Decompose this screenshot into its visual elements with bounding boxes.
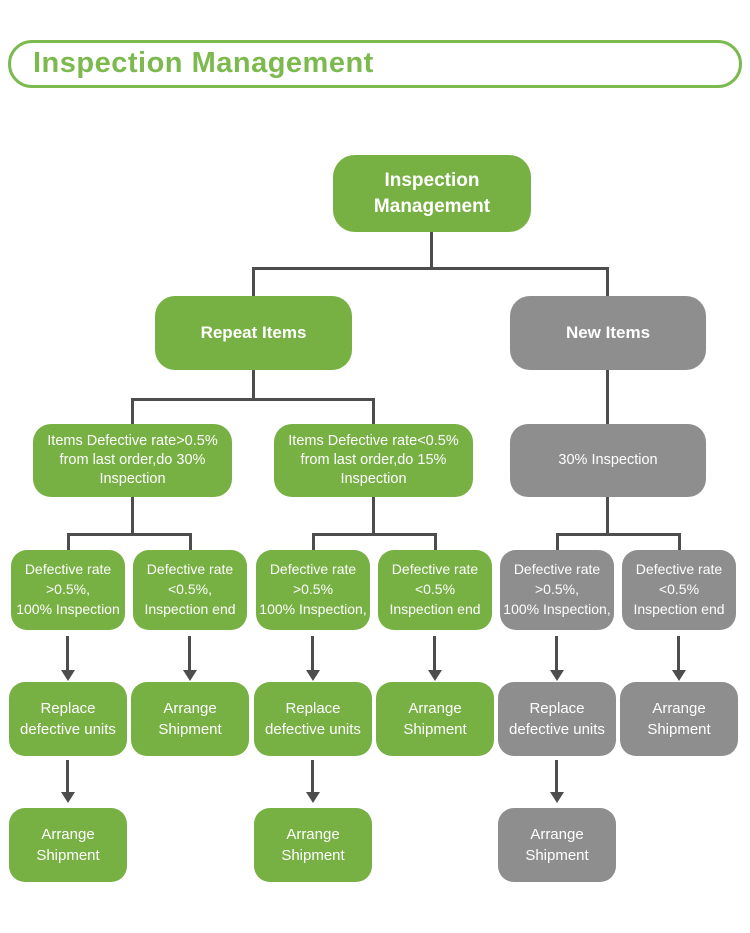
page-title: Inspection Management — [33, 46, 374, 79]
connector-line — [131, 398, 375, 401]
node-condition-repeat-low-rate: Items Defective rate<0.5% from last orde… — [274, 424, 473, 497]
connector-line — [556, 533, 681, 536]
node-final-arrange-shipment-3: Arrange Shipment — [498, 808, 616, 882]
down-arrow-icon — [550, 670, 564, 681]
down-arrow-icon — [306, 792, 320, 803]
connector-line — [189, 533, 192, 550]
node-arrange-shipment-1: Arrange Shipment — [131, 682, 249, 756]
connector-line — [606, 267, 609, 296]
connector-line — [312, 533, 437, 536]
down-arrow-icon — [61, 792, 75, 803]
node-final-arrange-shipment-2: Arrange Shipment — [254, 808, 372, 882]
connector-line — [433, 636, 436, 671]
node-condition-repeat-high-rate: Items Defective rate>0.5% from last orde… — [33, 424, 232, 497]
connector-line — [372, 497, 375, 536]
connector-line — [252, 267, 255, 296]
node-outcome-1: Defective rate >0.5%, 100% Inspection — [11, 550, 125, 630]
page-title-banner: Inspection Management — [8, 40, 742, 88]
node-outcome-6: Defective rate <0.5% Inspection end — [622, 550, 736, 630]
connector-line — [678, 533, 681, 550]
node-30-percent-inspection: 30% Inspection — [510, 424, 706, 497]
connector-line — [312, 533, 315, 550]
connector-line — [677, 636, 680, 671]
connector-line — [434, 533, 437, 550]
node-outcome-3: Defective rate >0.5% 100% Inspection, — [256, 550, 370, 630]
connector-line — [188, 636, 191, 671]
connector-line — [131, 497, 134, 536]
connector-line — [67, 533, 192, 536]
connector-line — [430, 232, 433, 267]
down-arrow-icon — [672, 670, 686, 681]
down-arrow-icon — [550, 792, 564, 803]
node-outcome-4: Defective rate <0.5% Inspection end — [378, 550, 492, 630]
down-arrow-icon — [428, 670, 442, 681]
connector-line — [66, 760, 69, 793]
node-final-arrange-shipment-1: Arrange Shipment — [9, 808, 127, 882]
node-arrange-shipment-3: Arrange Shipment — [620, 682, 738, 756]
node-new-items: New Items — [510, 296, 706, 370]
down-arrow-icon — [61, 670, 75, 681]
node-replace-defective-units-1: Replace defective units — [9, 682, 127, 756]
connector-line — [131, 398, 134, 424]
connector-line — [606, 370, 609, 424]
node-repeat-items: Repeat Items — [155, 296, 352, 370]
down-arrow-icon — [183, 670, 197, 681]
connector-line — [606, 497, 609, 536]
connector-line — [311, 760, 314, 793]
node-arrange-shipment-2: Arrange Shipment — [376, 682, 494, 756]
connector-line — [252, 267, 609, 270]
node-outcome-5: Defective rate >0.5%, 100% Inspection, — [500, 550, 614, 630]
node-replace-defective-units-3: Replace defective units — [498, 682, 616, 756]
connector-line — [556, 533, 559, 550]
connector-line — [66, 636, 69, 671]
node-outcome-2: Defective rate <0.5%, Inspection end — [133, 550, 247, 630]
connector-line — [311, 636, 314, 671]
node-replace-defective-units-2: Replace defective units — [254, 682, 372, 756]
connector-line — [555, 636, 558, 671]
connector-line — [252, 370, 255, 398]
connector-line — [555, 760, 558, 793]
node-inspection-management: Inspection Management — [333, 155, 531, 232]
connector-line — [67, 533, 70, 550]
down-arrow-icon — [306, 670, 320, 681]
connector-line — [372, 398, 375, 424]
